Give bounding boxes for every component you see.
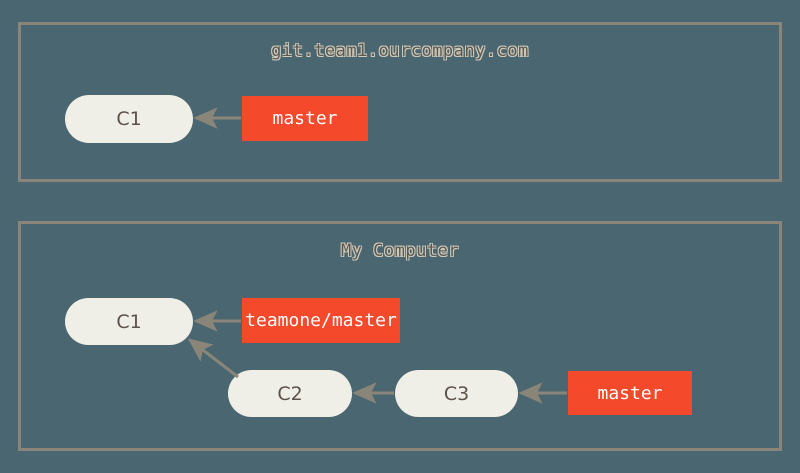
commit-node-c1-server: C1 — [65, 95, 193, 143]
commit-node-c1-local: C1 — [65, 298, 193, 345]
ref-label-master-local: master — [568, 371, 692, 415]
zone-server: git.team1.ourcompany.com — [18, 22, 782, 182]
zone-server-title: git.team1.ourcompany.com — [271, 41, 529, 61]
commit-node-c2-local: C2 — [228, 370, 352, 417]
commit-node-c3-local: C3 — [395, 370, 518, 417]
zone-local: My Computer — [18, 221, 782, 451]
ref-label-master-server: master — [242, 96, 368, 141]
zone-local-title: My Computer — [340, 241, 460, 261]
ref-label-teamone-master-local: teamone/master — [242, 298, 400, 343]
